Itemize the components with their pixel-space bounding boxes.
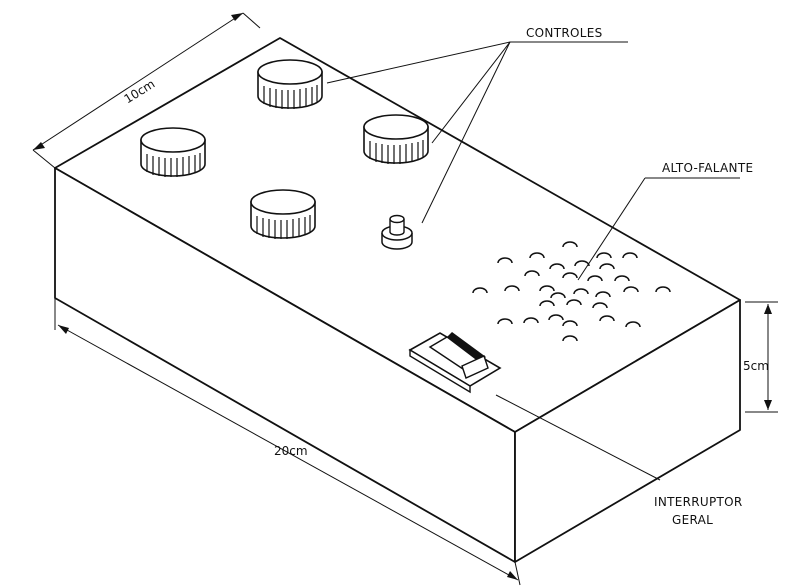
switch-label-line2: GERAL (672, 513, 713, 527)
controls-label: CONTROLES (526, 26, 603, 40)
dimension-lines (32, 12, 778, 586)
height-dimension-label: 5cm (743, 359, 769, 373)
leader-lines (326, 41, 740, 481)
push-button (381, 214, 413, 250)
control-knob (140, 127, 206, 178)
speaker-grille (472, 241, 671, 342)
control-knob (250, 189, 316, 240)
switch-label-line1: INTERRUPTOR (654, 495, 743, 509)
power-switch (408, 332, 502, 394)
box-right-face (514, 299, 741, 563)
control-knob (257, 59, 323, 110)
length-dimension-label: 20cm (274, 444, 308, 458)
speaker-label: ALTO-FALANTE (662, 161, 753, 175)
control-knob (363, 114, 429, 165)
